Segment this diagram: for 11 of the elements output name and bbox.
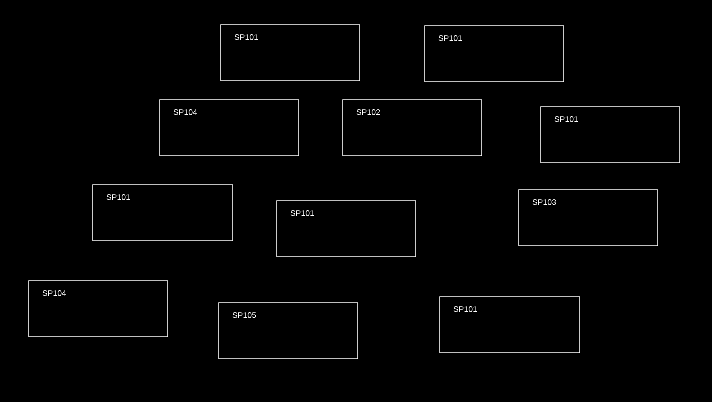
label-box: SP101: [540, 106, 680, 164]
label-box: SP101: [276, 200, 416, 258]
label-box: SP101: [220, 24, 360, 82]
label-box: SP102: [342, 100, 482, 156]
label-box: SP104: [160, 100, 300, 156]
label-box: SP103: [518, 190, 658, 246]
label-box: SP105: [218, 302, 358, 360]
label-box: SP101: [424, 26, 564, 82]
label-box: SP104: [28, 280, 168, 338]
label-box: SP101: [92, 184, 234, 242]
label-box: SP101: [440, 296, 580, 354]
